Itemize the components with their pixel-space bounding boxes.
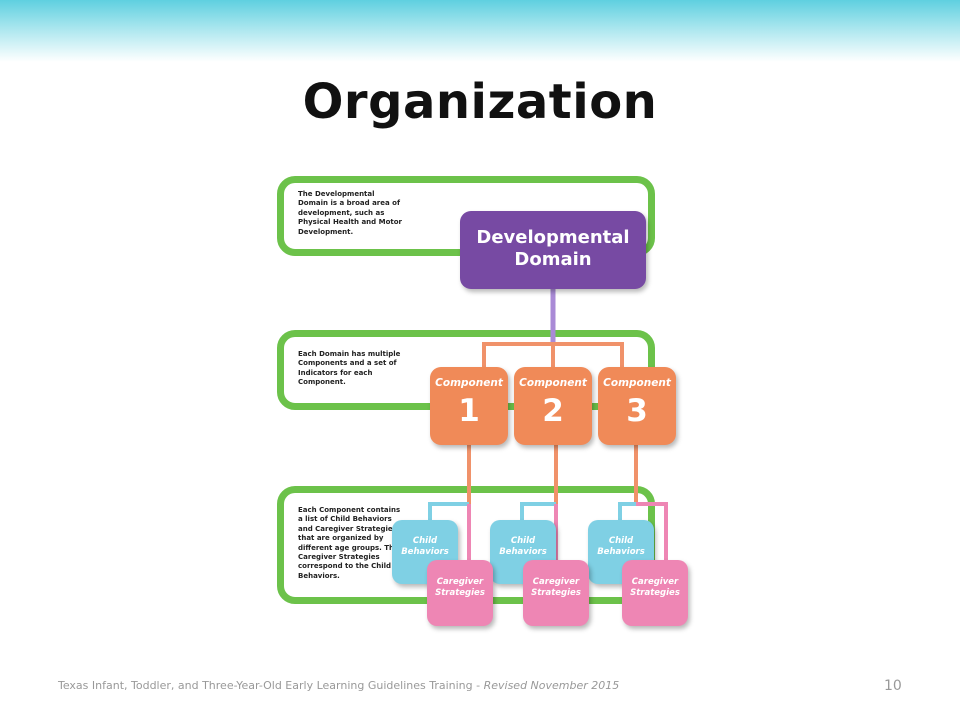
component-box-3: Component 3 (598, 367, 676, 445)
developmental-domain-box: Developmental Domain (460, 211, 646, 289)
component-box-2: Component 2 (514, 367, 592, 445)
caregiver-strategies-box-3: Caregiver Strategies (622, 560, 688, 626)
caregiver-strategies-box-1: Caregiver Strategies (427, 560, 493, 626)
connector-comp3-care (636, 502, 668, 560)
caregiver-strategies-line2: Strategies (630, 588, 680, 598)
footer-revised: Revised November 2015 (483, 679, 620, 692)
child-behaviors-line2: Behaviors (401, 547, 449, 557)
caregiver-strategies-box-2: Caregiver Strategies (523, 560, 589, 626)
connector-comp2-child (520, 502, 556, 520)
caregiver-strategies-line1: Caregiver (436, 577, 484, 587)
footer-title: Texas Infant, Toddler, and Three-Year-Ol… (58, 679, 484, 692)
component-number: 1 (458, 393, 480, 429)
component-label: Component (435, 377, 503, 389)
caregiver-strategies-line2: Strategies (435, 588, 485, 598)
connector-lines (428, 289, 668, 560)
child-behaviors-line2: Behaviors (499, 547, 547, 557)
connector-comp1-child (428, 502, 469, 520)
component-number: 2 (542, 393, 564, 429)
domain-label-line1: Developmental (476, 227, 630, 248)
child-behaviors-line1: Child (412, 536, 438, 546)
slide-title: Organization (302, 74, 658, 130)
note-text-components: Each Domain has multiple Components and … (298, 350, 401, 387)
caregiver-strategies-line1: Caregiver (631, 577, 679, 587)
connector-comp3-child (618, 502, 636, 520)
child-behaviors-line1: Child (608, 536, 634, 546)
page-number: 10 (884, 678, 902, 694)
note-text-behaviors: Each Component contains a list of Child … (298, 506, 401, 580)
component-label: Component (519, 377, 587, 389)
child-behaviors-line1: Child (510, 536, 536, 546)
component-box-1: Component 1 (430, 367, 508, 445)
organization-diagram: The Developmental Domain is a broad area… (270, 168, 702, 642)
footer-text: Texas Infant, Toddler, and Three-Year-Ol… (58, 679, 619, 692)
component-label: Component (603, 377, 671, 389)
caregiver-strategies-line1: Caregiver (532, 577, 580, 587)
note-text-domain: The Developmental Domain is a broad area… (298, 190, 402, 236)
child-behaviors-line2: Behaviors (597, 547, 645, 557)
top-gradient-band (0, 0, 960, 62)
caregiver-strategies-line2: Strategies (531, 588, 581, 598)
domain-label-line2: Domain (514, 249, 592, 270)
component-number: 3 (626, 393, 648, 429)
